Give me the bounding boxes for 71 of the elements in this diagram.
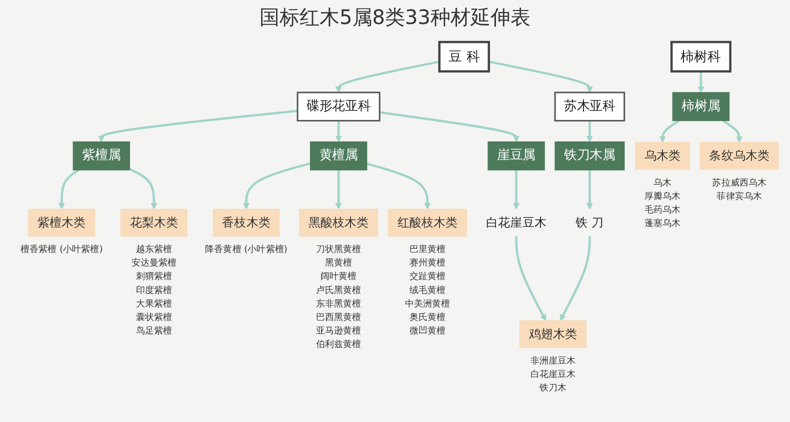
- node-label: 蓬塞乌木: [644, 218, 681, 228]
- arrow: [335, 120, 342, 142]
- node-label: 东非黑黄檀: [316, 298, 362, 309]
- node-box: 香枝木类: [212, 208, 280, 237]
- node-label: 中美洲黄檀: [404, 298, 450, 309]
- arrow: [515, 236, 546, 321]
- node-label: 毛药乌木: [644, 204, 681, 215]
- node-label: 囊状紫檀: [136, 312, 172, 322]
- node-label: 黑黄檀: [325, 257, 352, 268]
- node-label: 白花崖豆木: [530, 368, 576, 380]
- node-box: 花梨木类: [120, 208, 188, 237]
- arrow: [586, 120, 593, 142]
- node-label: 交趾黄檀: [409, 270, 446, 282]
- node-label: 菲律宾乌木: [716, 190, 762, 202]
- node-box: 黄檀属: [310, 141, 368, 170]
- node-label: 巴里黄檀: [409, 244, 446, 254]
- node-label: 卢氏黑黄檀: [316, 284, 362, 296]
- node-box: 条纹乌木类: [700, 142, 779, 170]
- node-label: 奥氏黄檀: [409, 312, 446, 322]
- node-box: 柿树科: [670, 40, 732, 73]
- arrow: [129, 168, 158, 210]
- arrow: [560, 236, 591, 321]
- arrow: [335, 60, 440, 93]
- node-label: 刺猬紫檀: [136, 270, 172, 282]
- node-label: 苏拉威西乌木: [712, 176, 766, 188]
- node-box: 乌木类: [635, 142, 690, 170]
- arrow: [488, 60, 593, 93]
- arrow: [512, 170, 520, 210]
- arrow: [366, 162, 431, 210]
- node-label: 非洲崖豆木: [530, 355, 576, 366]
- arrow: [98, 110, 298, 142]
- node-label: 鸟足紫檀: [136, 325, 172, 336]
- node-label: 厚瓣乌木: [644, 190, 681, 202]
- node-label: 越东紫檀: [136, 244, 172, 254]
- node-box: 红酸枝木类: [388, 208, 467, 237]
- arrow: [379, 111, 520, 142]
- node-box: 崖豆属: [488, 141, 545, 170]
- node-label: 乌木: [653, 176, 672, 188]
- node-label: 阔叶黄檀: [320, 270, 357, 282]
- node-text: 白花崖豆木: [486, 215, 546, 230]
- node-box: 苏木亚科: [554, 92, 626, 122]
- node-label: 刀状黑黄檀: [316, 244, 362, 254]
- arrow: [58, 169, 80, 210]
- arrow: [659, 120, 680, 143]
- diagram-title: 国标红木5属8类33种材延伸表: [258, 4, 532, 31]
- arrow: [335, 170, 342, 210]
- node-label: 伯利兹黄檀: [316, 338, 362, 350]
- node-box: 紫檀属: [72, 141, 130, 170]
- node-text: 铁 刀: [576, 215, 604, 230]
- node-box: 鸡翅木类: [519, 320, 586, 348]
- arrow: [698, 71, 704, 93]
- node-label: 赛州黄檀: [409, 257, 446, 268]
- node-box: 碟形花亚科: [296, 92, 380, 122]
- node-label: 大果紫檀: [136, 298, 172, 309]
- node-label: 印度紫檀: [136, 284, 172, 296]
- node-label: 绒毛黄檀: [409, 284, 446, 296]
- node-label: 安达曼紫檀: [131, 257, 177, 268]
- node-label: 降香黄檀 (小叶紫檀): [205, 244, 288, 254]
- node-label: 微凹黄檀: [409, 325, 446, 336]
- node-box: 豆 科: [438, 40, 490, 73]
- node-label: 巴西黑黄檀: [316, 312, 362, 322]
- node-box: 铁刀木属: [554, 141, 625, 170]
- arrow: [722, 120, 743, 143]
- node-box: 柿树属: [672, 92, 730, 122]
- node-box: 黑酸枝木类: [299, 208, 378, 237]
- node-label: 檀香紫檀 (小叶紫檀): [20, 244, 103, 254]
- node-label: 铁刀木: [539, 382, 567, 393]
- arrow: [242, 162, 311, 210]
- arrow: [586, 170, 593, 210]
- node-label: 亚马逊黄檀: [316, 325, 362, 336]
- node-box: 紫檀木类: [28, 208, 96, 237]
